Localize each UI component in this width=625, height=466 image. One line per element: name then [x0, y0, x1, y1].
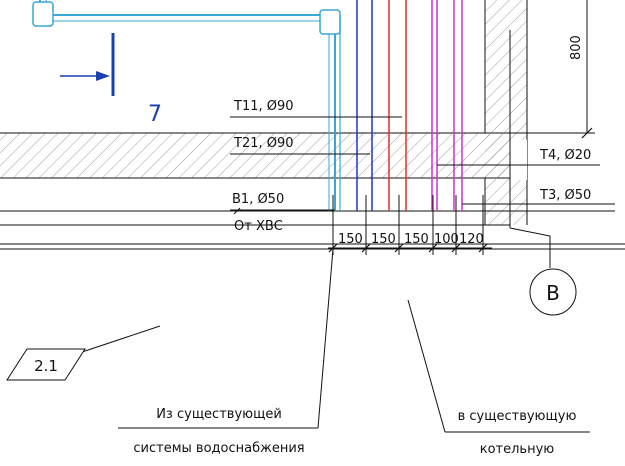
spacing-dim-4: 100 — [434, 232, 459, 247]
vertical-pipes — [356, 0, 511, 228]
note-left-leader — [118, 248, 334, 429]
left-leaders — [230, 116, 402, 215]
floor-lines — [0, 210, 625, 250]
spacing-dim-5: 120 — [459, 232, 484, 247]
pipe-cyan — [32, 0, 341, 211]
wall-column — [484, 0, 528, 225]
axis-bubble-label: В — [546, 281, 560, 305]
pipe-label-t3: Т3, Ø50 — [539, 188, 591, 203]
from-label: От ХВС — [234, 219, 283, 234]
spacing-dim-1: 150 — [338, 232, 363, 247]
spacing-dim-3: 150 — [404, 232, 429, 247]
wall-slab — [0, 132, 510, 179]
right-leaders — [437, 164, 615, 205]
pipe-label-t21: Т21, Ø90 — [233, 136, 294, 151]
view-number: 7 — [148, 102, 162, 127]
mark-tag-label: 2.1 — [34, 357, 58, 375]
note-left-line1: Из существующей — [156, 407, 282, 422]
mark-tag — [6, 325, 161, 381]
spacing-dim-2: 150 — [371, 232, 396, 247]
pipe-label-v1: В1, Ø50 — [232, 192, 284, 207]
dimension-chain — [328, 195, 492, 255]
pipe-label-t4: Т4, Ø20 — [539, 148, 591, 163]
dimension-800 — [527, 0, 595, 139]
pipe-label-t11: Т11, Ø90 — [233, 99, 294, 114]
view-marker — [60, 33, 115, 96]
note-left-line2: системы водоснабжения — [133, 441, 304, 456]
note-right-leader — [407, 299, 590, 433]
axis-bubble — [509, 227, 577, 316]
note-right-line1: в существующую — [458, 409, 577, 424]
dimension-800-label: 800 — [569, 35, 584, 60]
note-right-line2: котельную — [480, 442, 555, 457]
